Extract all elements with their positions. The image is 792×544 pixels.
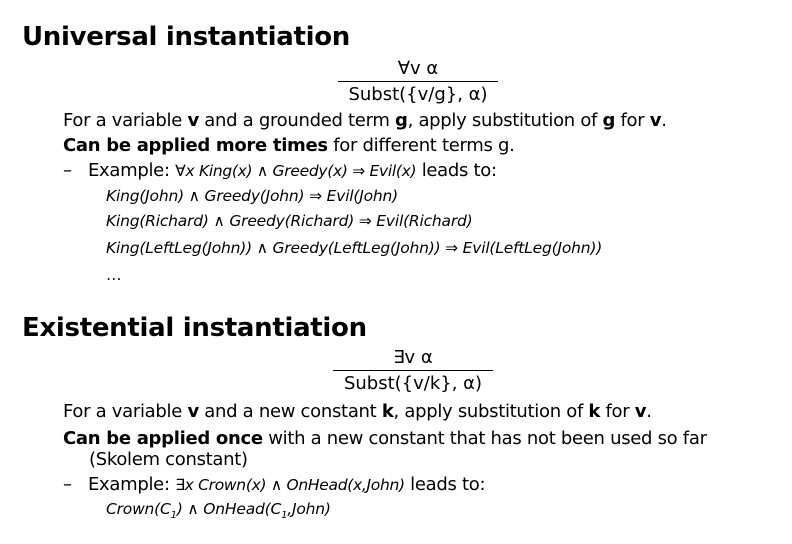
existential-rule-conclusion: Subst({v/k}, α) (343, 373, 483, 394)
universal-instance-2: King(Richard) ∧ Greedy(Richard) ⇒ Evil(R… (106, 212, 473, 230)
existential-rule-divider (333, 370, 493, 371)
universal-instance-3: King(LeftLeg(John)) ∧ Greedy(LeftLeg(Joh… (106, 239, 603, 257)
existential-multiplicity: Can be applied once with a new constant … (63, 428, 707, 449)
universal-ellipsis: … (106, 266, 122, 284)
universal-rule-premise: ∀v α (397, 58, 439, 79)
existential-skolem-note: (Skolem constant) (89, 449, 248, 470)
existential-rule-premise: ∃v α (393, 347, 433, 368)
universal-instance-1: King(John) ∧ Greedy(John) ⇒ Evil(John) (106, 187, 399, 205)
existential-description: For a variable v and a new constant k, a… (63, 401, 652, 422)
universal-example: – Example: ∀x King(x) ∧ Greedy(x) ⇒ Evil… (63, 160, 497, 181)
universal-rule-conclusion: Subst({v/g}, α) (348, 84, 488, 105)
universal-title: Universal instantiation (22, 22, 351, 52)
universal-multiplicity: Can be applied more times for different … (63, 135, 515, 156)
existential-instance: Crown(C1) ∧ OnHead(C1,John) (106, 500, 331, 522)
existential-title: Existential instantiation (22, 313, 367, 343)
existential-example: – Example: ∃x Crown(x) ∧ OnHead(x,John) … (63, 474, 486, 495)
universal-rule-divider (338, 81, 498, 82)
universal-description: For a variable v and a grounded term g, … (63, 110, 667, 131)
